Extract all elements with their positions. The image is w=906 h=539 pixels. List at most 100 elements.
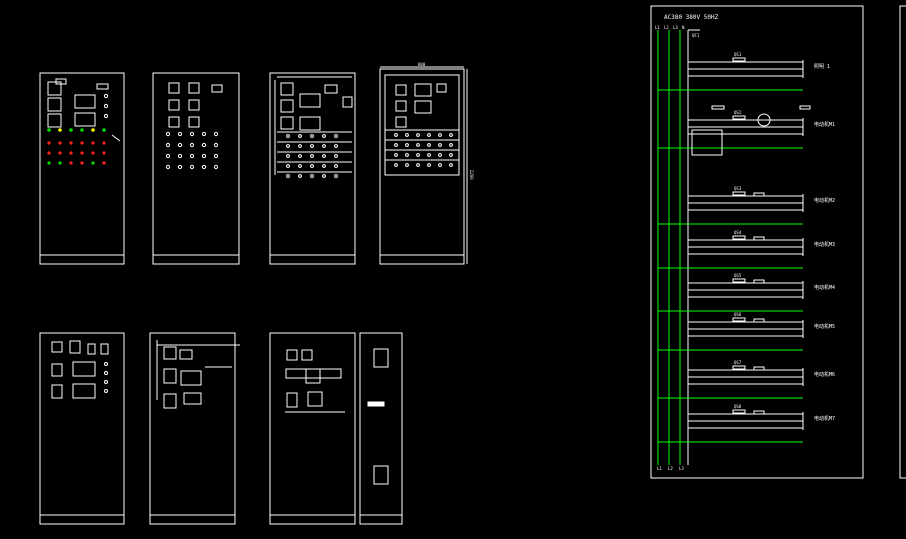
indicator-lamp — [394, 133, 398, 137]
circuit-label: 电动机M2 — [814, 197, 835, 204]
indicator-lamp — [286, 134, 290, 138]
indicator-lamp — [47, 151, 51, 155]
circuit-label: 电动机M7 — [814, 415, 835, 422]
meter-window — [436, 83, 447, 93]
breaker-symbol — [732, 115, 746, 120]
indicator-lamp — [165, 164, 171, 170]
display-panel — [299, 93, 321, 108]
meter-window — [395, 84, 407, 96]
indicator-lamp — [47, 161, 51, 165]
indicator-lamp — [58, 128, 62, 132]
circuit-6 — [658, 317, 804, 351]
nameplate — [96, 83, 109, 90]
circuit-tag: QS1 — [734, 52, 742, 57]
wiring-schematic — [650, 5, 906, 479]
display-panel — [72, 361, 96, 377]
phase-label-l3: L3 — [673, 25, 678, 30]
indicator-lamp — [286, 174, 290, 178]
circuit-tag: QS7 — [734, 360, 742, 365]
indicator-lamp — [334, 144, 338, 148]
cabinet-outline — [39, 72, 125, 265]
indicator-lamp — [91, 161, 95, 165]
cabinet-outline — [152, 72, 240, 265]
indicator-lamp — [298, 144, 302, 148]
indicator-lamp — [310, 134, 314, 138]
indicator-lamp — [201, 142, 207, 148]
indicator-lamp — [69, 128, 73, 132]
indicator-lamp — [394, 153, 398, 157]
indicator-lamp — [104, 389, 108, 393]
cabinet-8-side — [359, 332, 403, 525]
circuit-tag: QS3 — [734, 186, 742, 191]
indicator-lamp — [427, 153, 431, 157]
indicator-lamp — [286, 144, 290, 148]
indicator-lamp — [416, 143, 420, 147]
indicator-lamp — [322, 154, 326, 158]
meter-window — [163, 368, 177, 384]
indicator-lamp — [449, 133, 453, 137]
indicator-lamp — [438, 143, 442, 147]
breaker-symbol — [732, 365, 746, 370]
indicator-lamp — [213, 131, 219, 137]
indicator-lamp — [58, 161, 62, 165]
indicator-lamp — [165, 142, 171, 148]
indicator-lamp — [80, 141, 84, 145]
indicator-lamp — [177, 164, 183, 170]
circuit-label: 电动机M1 — [814, 121, 835, 128]
meter-window — [163, 346, 177, 360]
phase-label-l2: L2 — [664, 25, 669, 30]
circuit-1 — [658, 57, 804, 91]
bottom-label-l1: L1 — [657, 466, 662, 471]
indicator-lamp — [416, 163, 420, 167]
cabinet-4 — [379, 66, 468, 265]
bottom-label-l2: L2 — [668, 466, 673, 471]
indicator-lamp — [58, 151, 62, 155]
indicator-lamp — [394, 143, 398, 147]
breaker-symbol — [732, 317, 746, 322]
indicator-lamp — [298, 154, 302, 158]
indicator-lamp — [80, 128, 84, 132]
indicator-lamp — [438, 153, 442, 157]
display-panel — [414, 83, 432, 97]
breaker-symbol — [711, 105, 725, 110]
meter-window — [168, 99, 180, 111]
inner-frame — [384, 74, 460, 176]
meter-window — [51, 363, 63, 377]
indicator-lamp — [103, 93, 109, 99]
circuit-tag: QS6 — [734, 312, 742, 317]
indicator-lamp — [69, 151, 73, 155]
indicator-lamp — [416, 133, 420, 137]
indicator-lamp — [322, 144, 326, 148]
indicator-lamp — [91, 128, 95, 132]
indicator-lamp — [201, 153, 207, 159]
indicator-lamp — [103, 103, 109, 109]
indicator-lamp — [103, 113, 109, 119]
indicator-lamp — [91, 141, 95, 145]
indicator-lamp — [394, 163, 398, 167]
cabinet-outline — [379, 68, 465, 265]
display-panel — [307, 391, 323, 407]
contactor-symbol — [753, 236, 765, 241]
indicator-lamp — [310, 144, 314, 148]
meter-window — [301, 349, 313, 361]
indicator-lamp — [427, 163, 431, 167]
meter-window — [188, 116, 200, 128]
meter-window — [100, 343, 109, 355]
cabinet-7 — [269, 332, 356, 525]
meter-window — [342, 96, 353, 108]
indicator-lamp — [438, 133, 442, 137]
motor-symbol — [757, 113, 771, 127]
indicator-lamp — [47, 141, 51, 145]
circuit-tag: QS4 — [734, 230, 742, 235]
adjacent-sheet-frame — [899, 5, 906, 479]
cabinet-outline — [359, 332, 403, 525]
meter-window — [211, 84, 223, 93]
circuit-label: 电动机M4 — [814, 284, 835, 291]
circuit-2 — [658, 115, 804, 149]
display-panel — [74, 112, 96, 127]
meter-window — [47, 97, 62, 112]
schematic-frame — [650, 5, 864, 479]
indicator-lamp — [104, 362, 108, 366]
indicator-lamp — [177, 142, 183, 148]
meter-window — [168, 116, 180, 128]
